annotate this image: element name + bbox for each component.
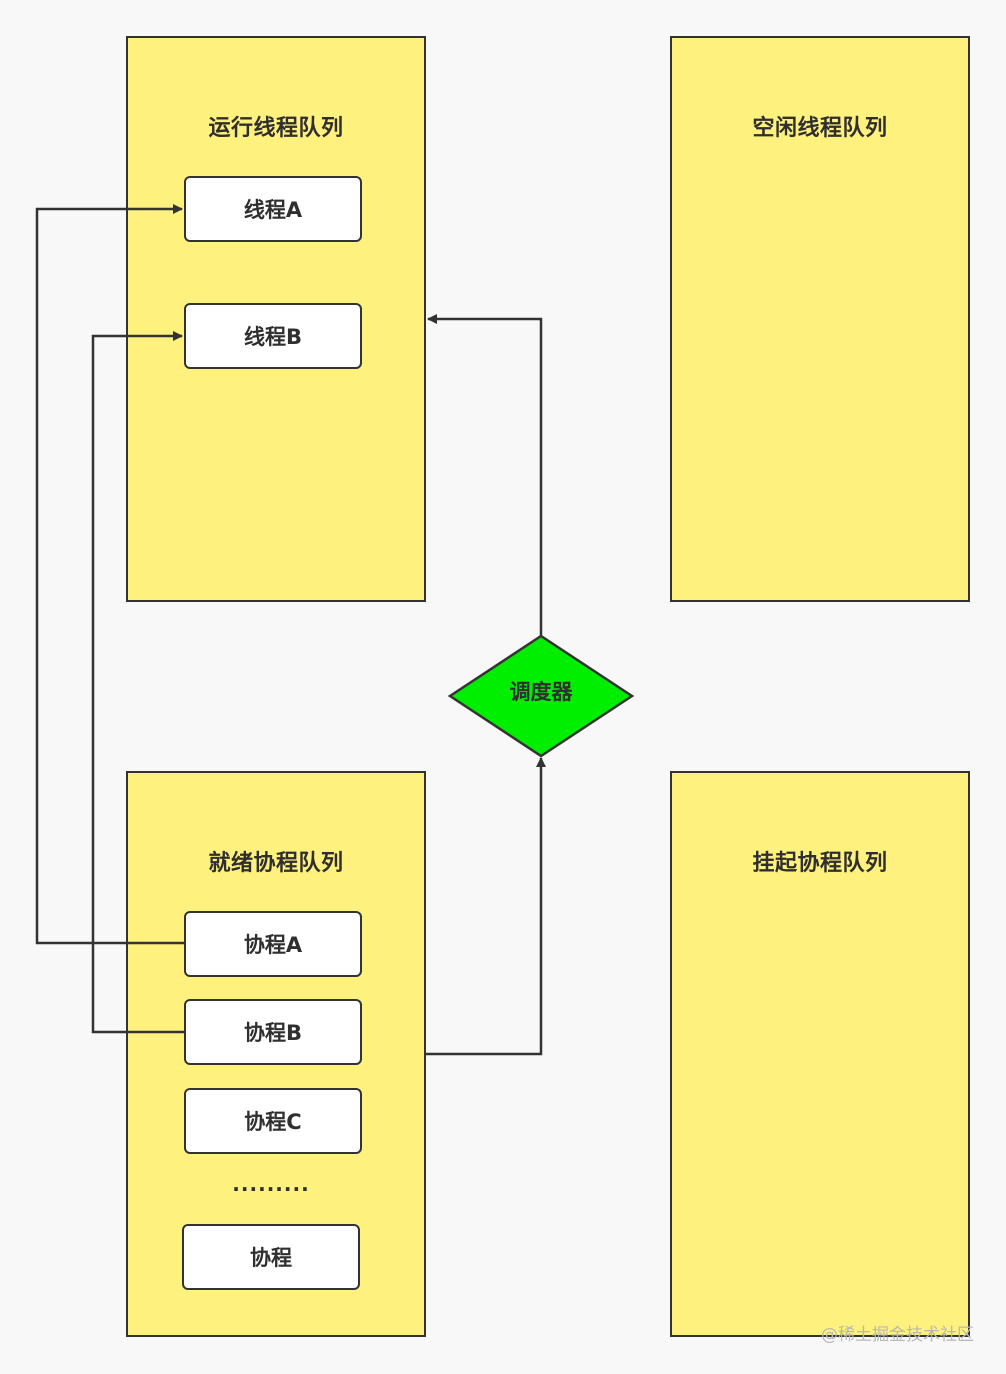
watermark-text: @稀土掘金技术社区 — [821, 1325, 974, 1345]
coroutine-a-node: 协程A — [184, 911, 362, 977]
ellipsis-text: ......... — [232, 1172, 310, 1196]
coroutine-c-node: 协程C — [184, 1088, 362, 1154]
suspended-coroutine-queue-panel: 挂起协程队列 — [670, 771, 970, 1337]
coroutine-generic-node: 协程 — [182, 1224, 360, 1290]
thread-a-node: 线程A — [184, 176, 362, 242]
ready-coroutine-queue-title: 就绪协程队列 — [208, 851, 344, 876]
suspended-coroutine-queue-title: 挂起协程队列 — [752, 851, 888, 876]
idle-thread-queue-title: 空闲线程队列 — [752, 116, 888, 141]
running-thread-queue-title: 运行线程队列 — [208, 116, 344, 141]
scheduler-label: 调度器 — [509, 680, 573, 704]
coroutine-b-node: 协程B — [184, 999, 362, 1065]
ready-queue-to-scheduler-connector — [426, 757, 546, 1056]
idle-thread-queue-panel: 空闲线程队列 — [670, 36, 970, 602]
thread-b-node: 线程B — [184, 303, 362, 369]
scheduler-to-running-queue-connector — [427, 314, 543, 636]
